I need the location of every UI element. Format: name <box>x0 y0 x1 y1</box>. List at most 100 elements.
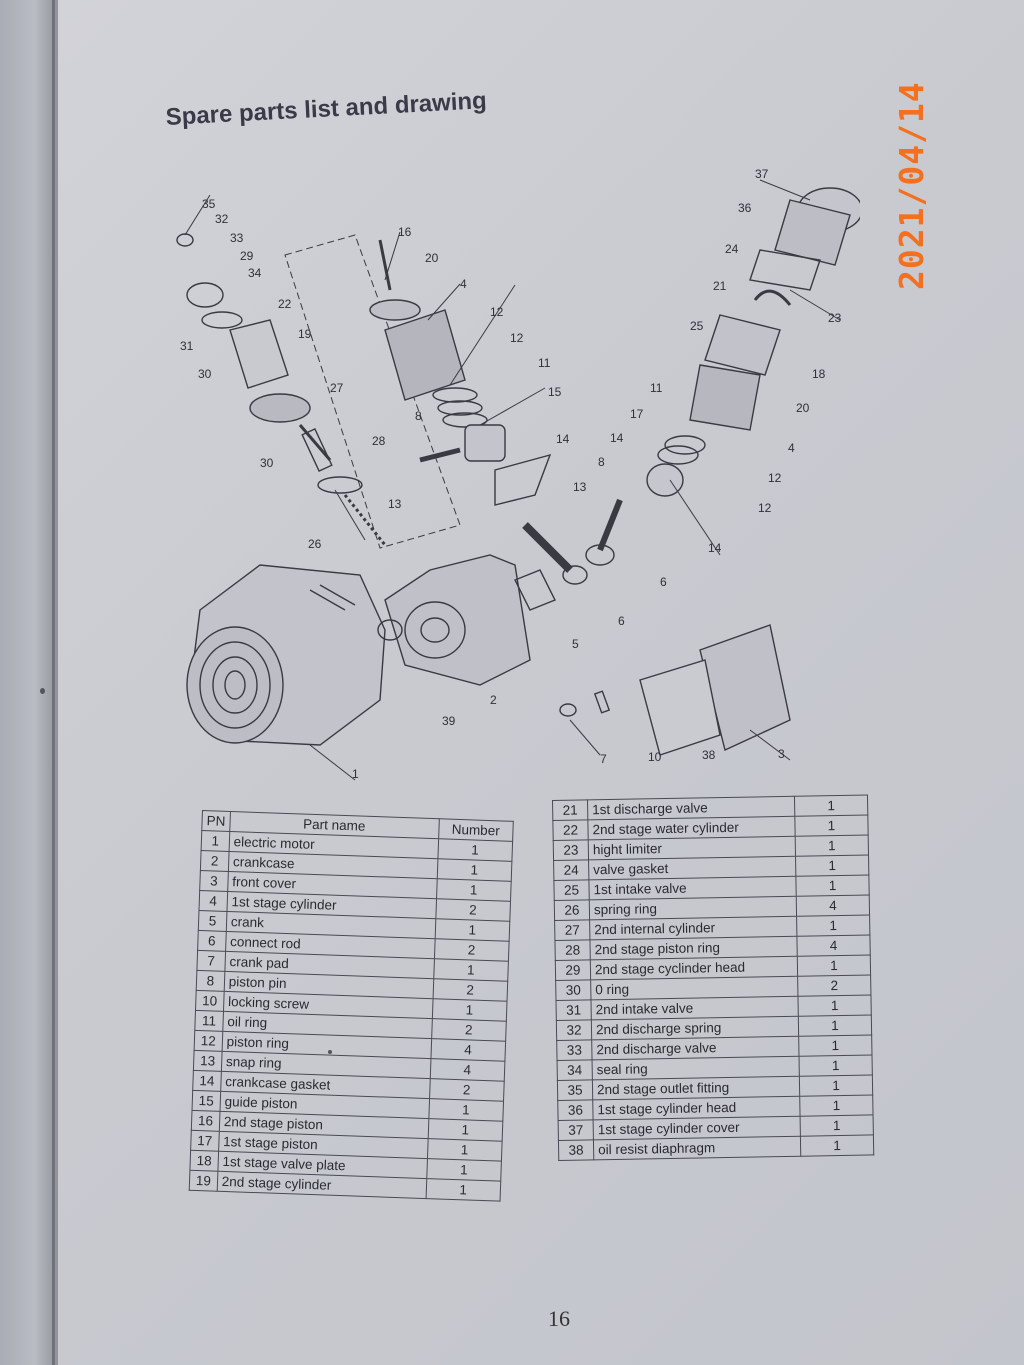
quantity-cell: 2 <box>431 1018 507 1042</box>
part-number-cell: 24 <box>553 859 589 881</box>
quantity-cell: 4 <box>796 894 870 917</box>
callout-label: 37 <box>755 167 769 181</box>
part-number-cell: 23 <box>553 839 589 861</box>
callout-label: 22 <box>278 297 292 311</box>
part-number-cell: 26 <box>554 899 590 921</box>
quantity-cell: 1 <box>436 878 511 902</box>
callout-label: 12 <box>510 331 524 345</box>
quantity-cell: 4 <box>430 1058 505 1082</box>
quantity-cell: 1 <box>795 834 869 857</box>
callout-label: 18 <box>812 367 826 381</box>
callout-label: 11 <box>650 381 663 395</box>
quantity-cell: 1 <box>795 874 870 897</box>
callout-label: 12 <box>490 305 504 319</box>
quantity-cell: 1 <box>799 1094 874 1117</box>
callout-label: 12 <box>758 501 772 515</box>
quantity-cell: 1 <box>794 794 868 817</box>
part-number-cell: 16 <box>191 1110 220 1132</box>
quantity-cell: 1 <box>427 1138 502 1162</box>
part-number-cell: 37 <box>558 1119 594 1141</box>
header-pn: PN <box>201 810 231 832</box>
quantity-cell: 4 <box>796 934 871 957</box>
quantity-cell: 1 <box>798 1034 872 1057</box>
part-number-cell: 36 <box>557 1099 594 1121</box>
callout-label: 28 <box>372 434 386 448</box>
callout-label: 14 <box>708 541 722 555</box>
callout-label: 15 <box>548 385 562 399</box>
callout-label: 16 <box>398 225 412 239</box>
callout-label: 8 <box>598 455 605 469</box>
callout-label: 30 <box>260 456 274 470</box>
callout-label: 11 <box>538 356 551 370</box>
quantity-cell: 1 <box>426 1158 502 1182</box>
callout-label: 1 <box>352 767 359 781</box>
page-fold <box>52 0 55 1365</box>
quantity-cell: 4 <box>430 1038 506 1062</box>
callout-label: 13 <box>388 497 402 511</box>
second-stage-head-assembly <box>176 233 387 546</box>
part-number-cell: 8 <box>196 970 225 992</box>
part-number-cell: 28 <box>554 939 591 961</box>
part-number-cell: 13 <box>193 1050 222 1072</box>
quantity-cell: 1 <box>795 854 869 877</box>
quantity-cell: 1 <box>796 914 870 937</box>
callout-label: 26 <box>308 537 322 551</box>
callout-label: 21 <box>713 279 727 293</box>
paper-speck <box>328 1050 332 1054</box>
header-number: Number <box>438 818 514 842</box>
callout-label: 36 <box>738 201 752 215</box>
quantity-cell: 1 <box>437 858 512 882</box>
part-number-cell: 18 <box>189 1150 219 1172</box>
callout-label: 4 <box>460 277 467 291</box>
part-number-cell: 6 <box>197 930 227 952</box>
page-number: 16 <box>548 1306 570 1331</box>
callout-label: 20 <box>425 251 439 265</box>
quantity-cell: 2 <box>435 898 511 922</box>
front-cover-part <box>559 624 791 756</box>
quantity-cell: 1 <box>797 994 872 1017</box>
callout-label: 33 <box>230 231 244 245</box>
callout-label: 35 <box>202 197 216 211</box>
quantity-cell: 1 <box>432 998 507 1022</box>
part-number-cell: 17 <box>190 1130 220 1152</box>
quantity-cell: 1 <box>433 958 509 982</box>
part-number-cell: 12 <box>194 1030 223 1052</box>
first-stage-cylinder-stack-right <box>585 187 860 566</box>
callout-label: 4 <box>788 441 795 455</box>
part-number-cell: 32 <box>556 1019 592 1041</box>
part-number-cell: 31 <box>555 999 592 1021</box>
quantity-cell: 2 <box>429 1078 504 1102</box>
callout-label: 5 <box>572 637 579 651</box>
part-number-cell: 1 <box>201 830 230 852</box>
callout-label: 2 <box>490 693 497 707</box>
callout-label: 27 <box>330 381 344 395</box>
quantity-cell: 1 <box>799 1054 873 1077</box>
callout-label: 7 <box>600 752 607 766</box>
callout-label: 38 <box>702 748 716 762</box>
part-number-cell: 21 <box>552 799 588 821</box>
callout-label: 17 <box>630 407 644 421</box>
callout-label: 10 <box>648 750 662 764</box>
part-number-cell: 14 <box>192 1070 222 1092</box>
callout-label: 12 <box>768 471 782 485</box>
part-number-cell: 30 <box>555 979 591 1001</box>
quantity-cell: 1 <box>434 918 510 942</box>
part-number-cell: 4 <box>198 890 228 912</box>
callout-label: 30 <box>198 367 212 381</box>
part-number-cell: 35 <box>557 1079 593 1101</box>
quantity-cell: 1 <box>797 954 871 977</box>
part-number-cell: 10 <box>195 990 224 1012</box>
callout-label: 8 <box>415 409 422 423</box>
exploded-parts-drawing: 35 32 33 29 34 22 31 30 19 16 20 4 12 12… <box>176 167 860 781</box>
quantity-cell: 1 <box>425 1178 501 1202</box>
part-number-cell: 34 <box>557 1059 593 1081</box>
part-number-cell: 33 <box>556 1039 593 1061</box>
quantity-cell: 1 <box>794 814 869 837</box>
callout-label: 20 <box>796 401 810 415</box>
part-number-cell: 11 <box>194 1010 224 1032</box>
part-number-cell: 22 <box>552 819 589 841</box>
callout-label: 34 <box>248 266 262 280</box>
part-number-cell: 29 <box>555 959 591 981</box>
